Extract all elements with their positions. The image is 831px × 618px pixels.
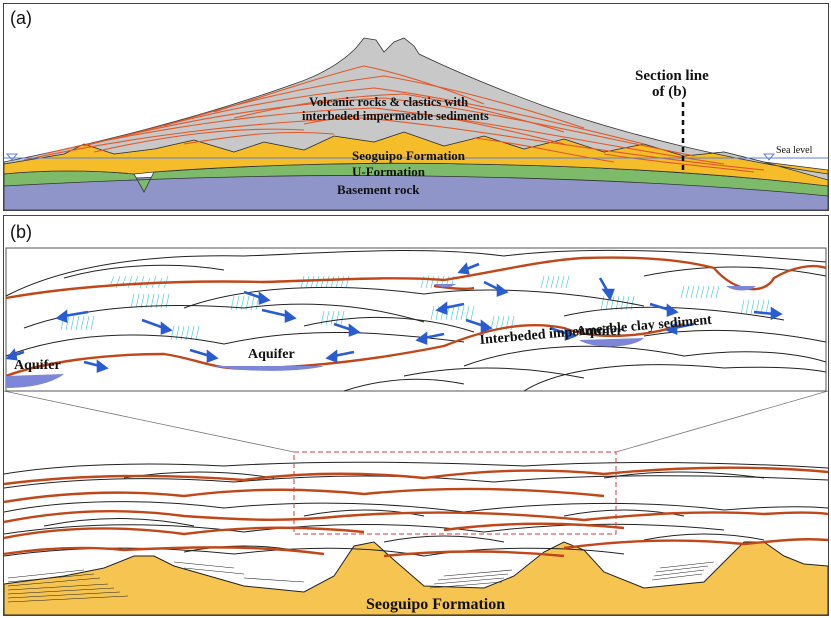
flow-arrow <box>325 349 355 363</box>
flow-arrow <box>598 277 615 301</box>
flow-arrow <box>665 321 695 335</box>
zoom-line-left <box>4 390 295 453</box>
volcanic-label-line1: Volcanic rocks & clastics with <box>309 95 468 109</box>
zoom-line-right <box>615 390 828 453</box>
volcanic-layer-lines <box>23 65 765 173</box>
flow-arrow <box>55 309 89 323</box>
aquifer-pool-top <box>726 286 756 291</box>
inset-content: Aquifer Aquifer Aquifer Interbeded imper… <box>5 249 827 392</box>
flow-arrow <box>83 359 109 373</box>
flow-arrow <box>457 262 480 275</box>
panel-b-svg: Aquifer Aquifer Aquifer Interbeded imper… <box>4 222 828 615</box>
section-line-label-1: Section line <box>635 68 709 84</box>
panel-a-svg: (a) Volcanic rocks & clastics with inter… <box>4 8 828 210</box>
flow-arrow <box>435 301 465 315</box>
volcanic-rock-cone <box>4 37 828 181</box>
flow-arrows <box>5 262 783 373</box>
flow-arrow <box>5 348 25 361</box>
aquifer-pool-mid <box>214 366 324 371</box>
aquifer-pool-small <box>434 284 456 287</box>
basin-sediment-lines <box>7 561 715 603</box>
zoom-region-box <box>293 451 617 535</box>
flow-arrow <box>333 322 361 337</box>
lower-clay-layers <box>4 466 828 558</box>
aquifer-pool-right <box>579 338 644 347</box>
panel-b-detail: Aquifer Aquifer Aquifer Interbeded imper… <box>3 215 829 616</box>
flow-arrow <box>141 318 173 335</box>
volcanic-label-line2: interbeded impermeable sediments <box>302 109 489 123</box>
section-line-label-2: of (b) <box>652 84 687 100</box>
flow-arrow <box>261 308 297 323</box>
u-formation-label: U-Formation <box>352 164 426 179</box>
flow-arrow <box>243 290 271 305</box>
panel-b-label: (b) <box>10 222 32 242</box>
clay-layers <box>5 256 827 378</box>
sea-level-label: Sea level <box>776 145 813 156</box>
flow-arrow <box>753 306 783 321</box>
aquifer-label-left: Aquifer <box>14 358 61 373</box>
aquifer-pool-left <box>6 374 64 388</box>
aquifer-label-mid: Aquifer <box>248 347 295 362</box>
sea-level-marker-right <box>762 153 776 161</box>
flow-arrow <box>189 348 219 363</box>
panel-a-cross-section: (a) Volcanic rocks & clastics with inter… <box>3 3 829 211</box>
panel-a-label: (a) <box>10 8 32 28</box>
seoguipo-label-b: Seoguipo Formation <box>366 596 505 613</box>
flow-arrow <box>465 318 493 333</box>
sea-level-marker-left <box>5 153 19 161</box>
flow-arrow <box>483 280 509 297</box>
flow-arrow <box>415 331 445 345</box>
seoguipo-label-a: Seoguipo Formation <box>352 148 466 163</box>
flow-arrow <box>549 326 577 341</box>
aquifer-label-right: Aquifer <box>576 324 623 339</box>
basement-rock-label: Basement rock <box>337 182 420 197</box>
flow-arrow <box>649 302 679 317</box>
